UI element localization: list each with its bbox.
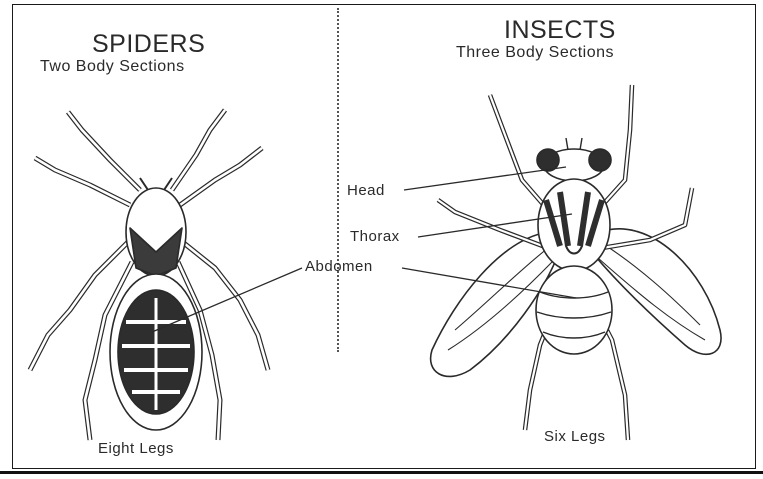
head-leader-line [404, 167, 566, 190]
insects-title: INSECTS [504, 16, 616, 45]
spider-illustration [30, 110, 268, 440]
insect-legs-label: Six Legs [544, 428, 606, 445]
abdomen-label: Abdomen [305, 258, 373, 275]
insect-abdomen [536, 266, 612, 354]
thorax-label: Thorax [350, 228, 400, 245]
insects-subtitle: Three Body Sections [456, 44, 614, 62]
insect-thorax [538, 179, 610, 271]
insect-illustration [431, 85, 721, 440]
spiders-title: SPIDERS [92, 30, 205, 59]
spiders-subtitle: Two Body Sections [40, 58, 185, 76]
head-label: Head [347, 182, 385, 199]
spider-legs-label: Eight Legs [98, 440, 174, 457]
